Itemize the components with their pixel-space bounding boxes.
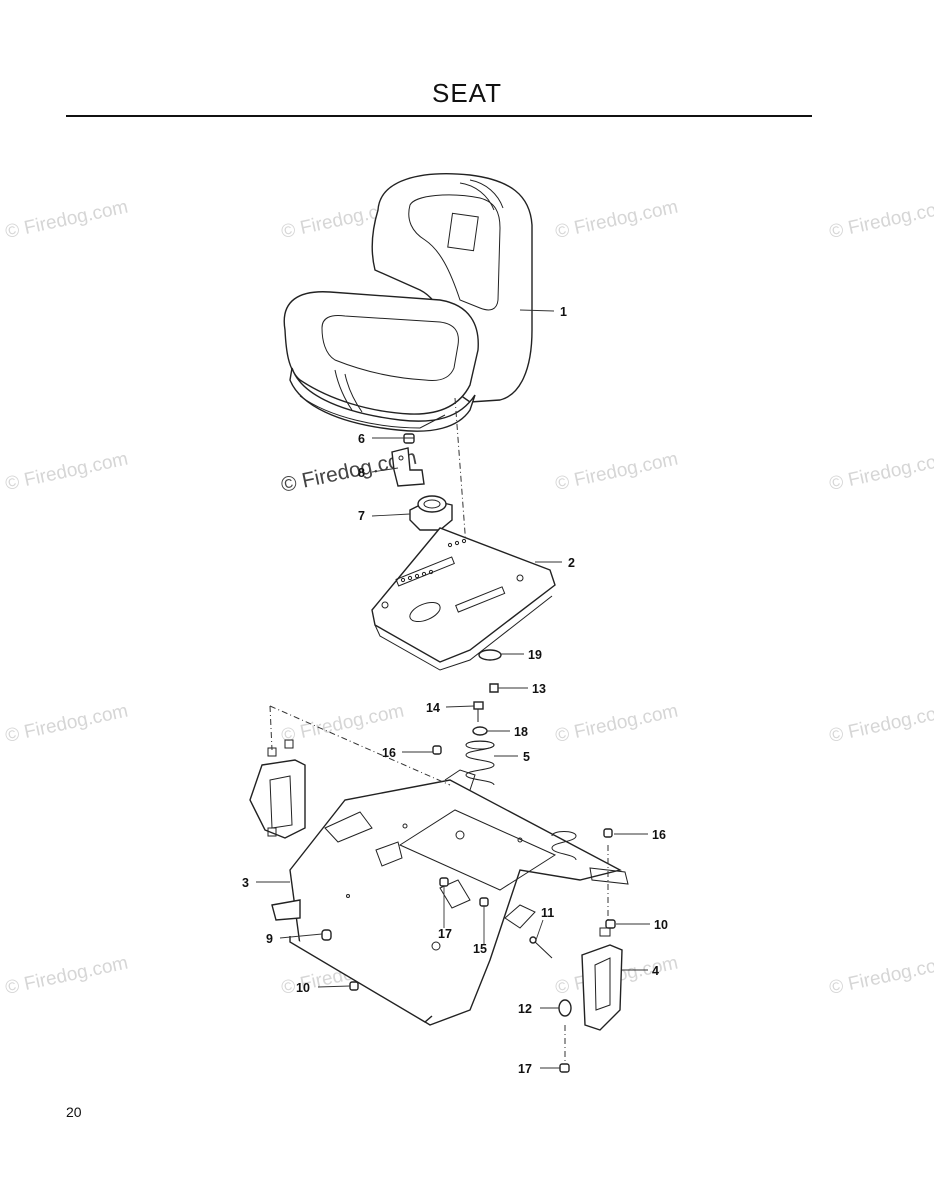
callout-13: 13 — [532, 682, 546, 696]
callout-16-right: 16 — [652, 828, 666, 842]
callout-15: 15 — [473, 942, 487, 956]
callout-4: 4 — [652, 964, 659, 978]
bumper-part[interactable] — [321, 929, 332, 941]
hole-row — [400, 538, 467, 583]
alignment-line — [269, 705, 273, 751]
clip-part[interactable] — [391, 447, 425, 487]
callout-17-lower: 17 — [518, 1062, 532, 1076]
washer-part[interactable] — [472, 726, 488, 736]
nut-part[interactable] — [439, 877, 449, 887]
washer-part[interactable] — [478, 649, 502, 661]
callout-9: 9 — [266, 932, 273, 946]
seat-pan-part[interactable] — [371, 527, 556, 671]
nut-part[interactable] — [603, 828, 613, 838]
callout-16-left: 16 — [382, 746, 396, 760]
callout-12: 12 — [518, 1002, 532, 1016]
nut-part[interactable] — [349, 981, 359, 991]
callout-3: 3 — [242, 876, 249, 890]
callout-5: 5 — [523, 750, 530, 764]
nut-part[interactable] — [432, 745, 442, 755]
nut-part[interactable] — [489, 683, 499, 693]
callout-7: 7 — [358, 509, 365, 523]
page-number: 20 — [66, 1104, 82, 1120]
bracket-left-part[interactable] — [249, 739, 306, 839]
spring-part[interactable] — [465, 740, 495, 786]
callout-1: 1 — [560, 305, 567, 319]
bushing-part[interactable] — [558, 999, 572, 1017]
callout-10-left: 10 — [296, 981, 310, 995]
seat-switch-part[interactable] — [409, 495, 453, 531]
nut-part[interactable] — [559, 1063, 570, 1073]
page-title: SEAT — [432, 78, 502, 108]
callout-8: 8 — [358, 466, 365, 480]
callout-18: 18 — [514, 725, 528, 739]
title-rule — [66, 115, 812, 117]
seat-part[interactable] — [283, 173, 533, 432]
bracket-right-part[interactable] — [581, 927, 623, 1031]
callout-14: 14 — [426, 701, 440, 715]
nut-part[interactable] — [479, 897, 489, 907]
pin-part[interactable] — [529, 936, 553, 959]
callout-2: 2 — [568, 556, 575, 570]
seat-support-frame-part[interactable] — [271, 769, 629, 1026]
callout-10-right: 10 — [654, 918, 668, 932]
nut-part[interactable] — [403, 433, 415, 444]
callout-19: 19 — [528, 648, 542, 662]
bolt-part[interactable] — [473, 701, 484, 722]
callout-17-upper: 17 — [438, 927, 452, 941]
nut-part[interactable] — [605, 919, 616, 929]
callout-6: 6 — [358, 432, 365, 446]
callout-11: 11 — [541, 906, 554, 920]
